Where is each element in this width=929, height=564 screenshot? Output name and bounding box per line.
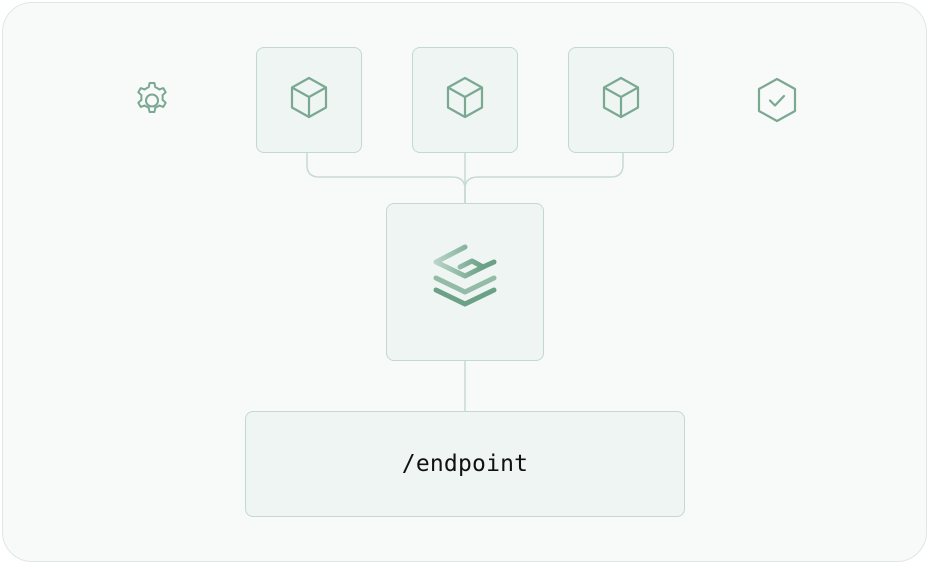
service-box-2 — [412, 47, 518, 153]
layers-stack-icon — [427, 242, 503, 322]
service-box-3 — [568, 47, 674, 153]
cube-icon — [287, 74, 331, 126]
service-box-1 — [256, 47, 362, 153]
hub-box — [386, 203, 544, 361]
cube-icon — [443, 74, 487, 126]
shield-check-icon — [754, 76, 800, 126]
connector-right — [464, 153, 624, 203]
endpoint-label: /endpoint — [401, 451, 529, 477]
gear-icon — [130, 78, 174, 122]
connector-left — [306, 153, 466, 203]
cube-icon — [599, 74, 643, 126]
endpoint-box: /endpoint — [245, 411, 685, 517]
